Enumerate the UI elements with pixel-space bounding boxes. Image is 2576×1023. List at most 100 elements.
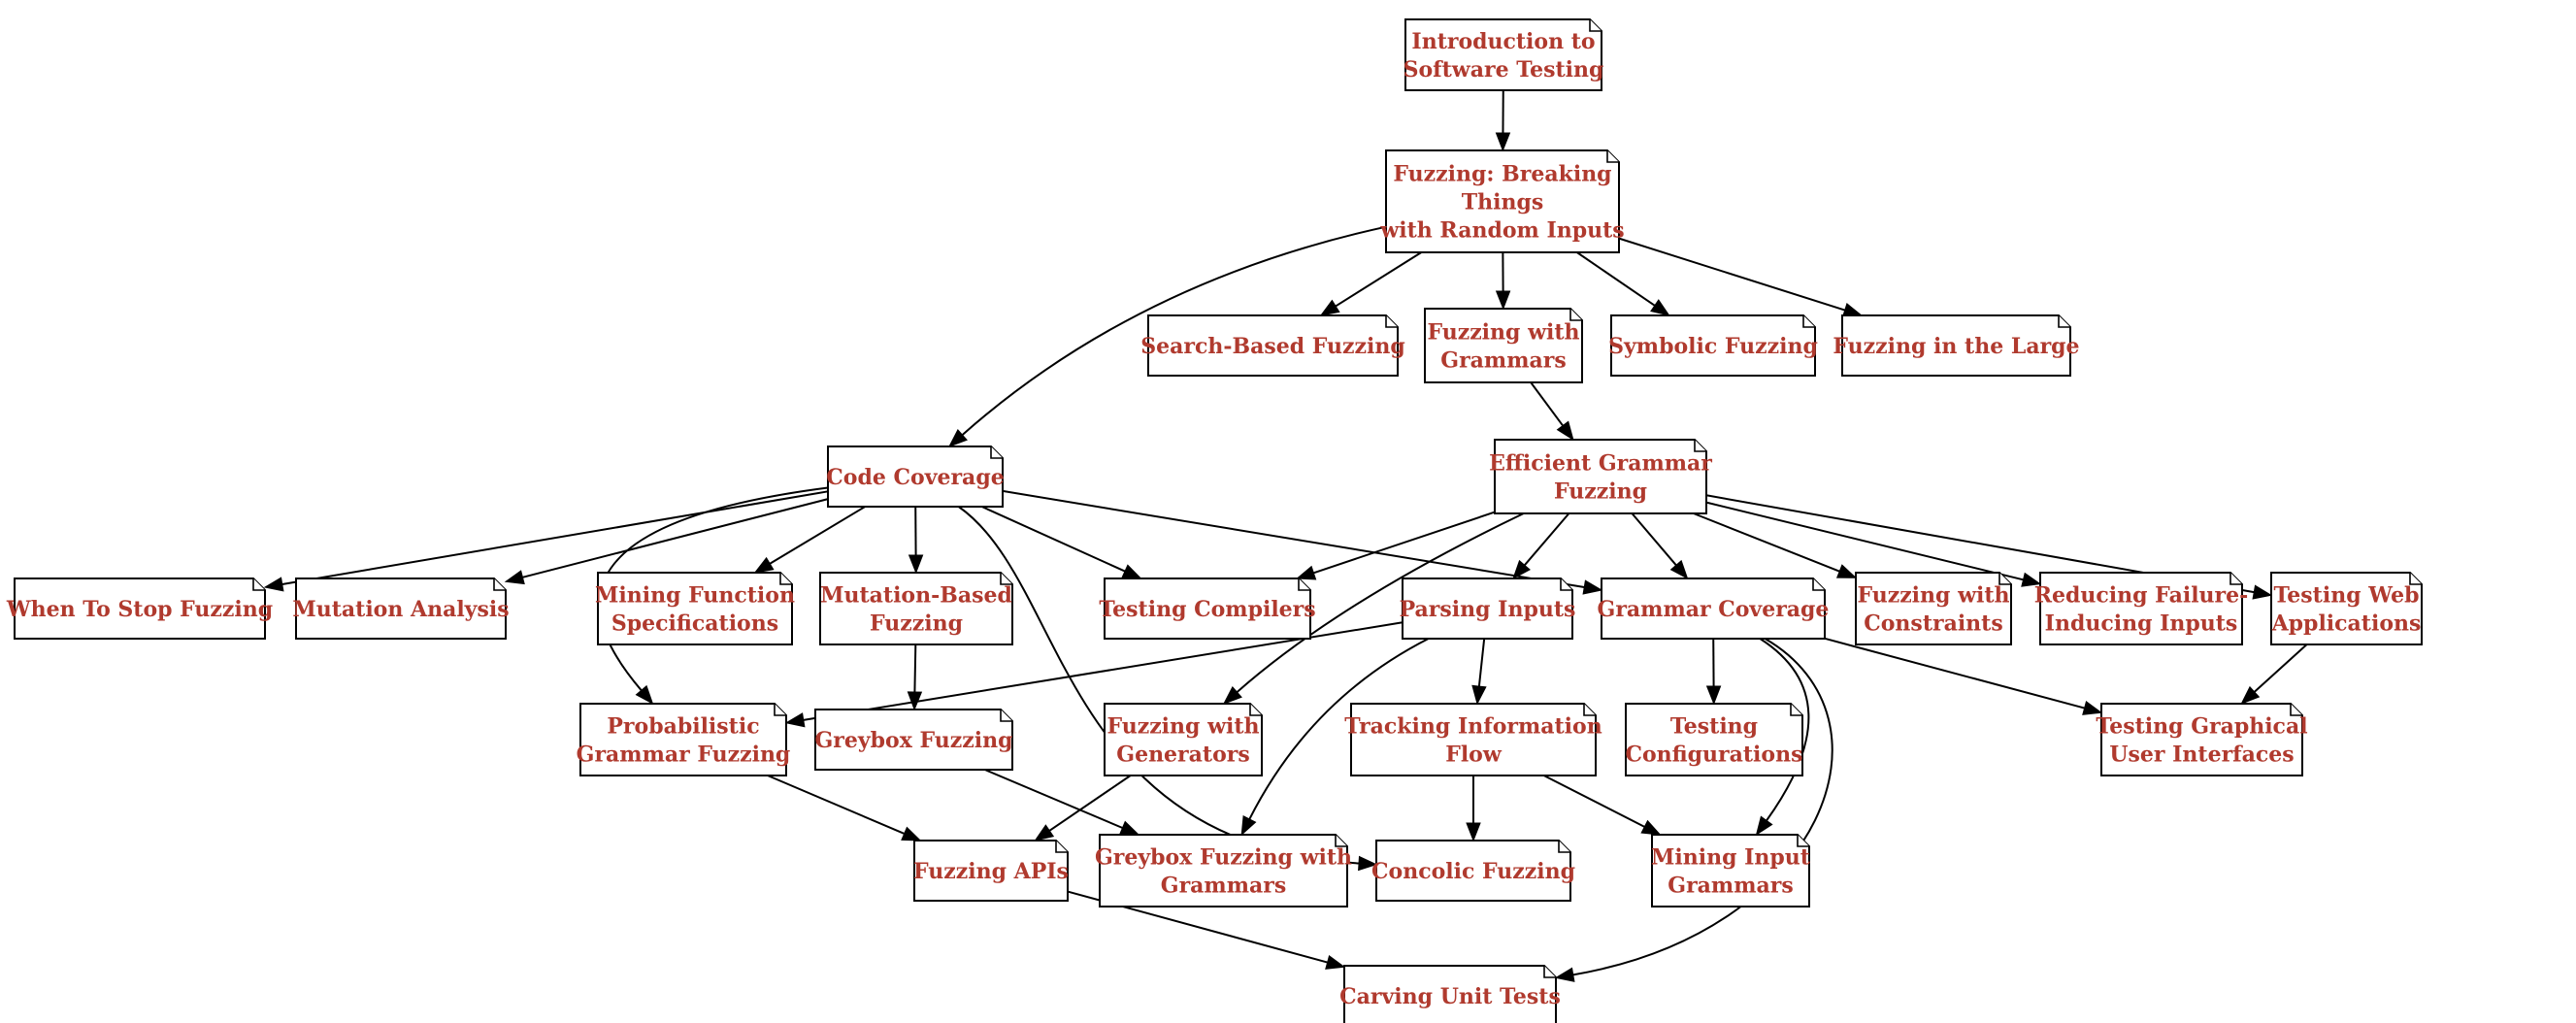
node-label: Testing Compilers (1099, 597, 1315, 622)
node-label: Fuzzing with (1106, 714, 1259, 740)
note-box (1385, 149, 1620, 253)
arrowhead-icon (1325, 954, 1346, 970)
note-box (1651, 834, 1810, 908)
note-box (1343, 965, 1557, 1023)
node-search-based[interactable]: Search-Based Fuzzing (1140, 314, 1405, 377)
edge-line (1576, 251, 1656, 307)
note-box (913, 840, 1069, 902)
node-coverage[interactable]: Code Coverage (826, 446, 1005, 508)
node-label: Introduction to (1411, 29, 1595, 54)
edge-web-to-gui (2240, 644, 2308, 705)
node-label: Constraints (1864, 611, 2002, 637)
node-label: Grammars (1161, 874, 1286, 899)
edge-fuzzing-to-symbolic (1576, 251, 1670, 316)
edge-coverage-to-mutation_analysis (504, 498, 829, 585)
node-label: Reducing Failure- (2034, 583, 2249, 609)
node-label: Probabilistic (607, 714, 759, 740)
edge-fuzzing-to-search_based (1319, 251, 1422, 316)
note-box (1625, 703, 1803, 776)
node-label: Grammars (1668, 874, 1793, 899)
arrowhead-icon (1034, 824, 1055, 842)
note-fold-icon (774, 704, 786, 716)
edge-line (984, 769, 1123, 829)
arrowhead-icon (1705, 685, 1722, 706)
node-concolic[interactable]: Concolic Fuzzing (1371, 840, 1575, 902)
edge-line (1618, 237, 1846, 312)
edge-line (2254, 644, 2308, 693)
arrowhead-icon (1240, 815, 1257, 837)
node-label: Fuzzing with (1427, 320, 1579, 346)
node-label: Symbolic Fuzzing (1608, 334, 1818, 359)
arrowhead-icon (1554, 967, 1575, 982)
note-box (1855, 572, 2012, 645)
node-reducing[interactable]: Reducing Failure-Inducing Inputs (2034, 572, 2249, 645)
note-fold-icon (1558, 841, 1570, 853)
node-when-stop[interactable]: When To Stop Fuzzing (6, 578, 273, 640)
arrowhead-icon (1650, 299, 1670, 316)
node-label: Mutation Analysis (292, 597, 509, 622)
edge-generators-to-apis (1034, 775, 1132, 842)
node-label: Grammar Coverage (1598, 597, 1830, 622)
node-symbolic[interactable]: Symbolic Fuzzing (1608, 314, 1818, 377)
node-label: Things (1462, 190, 1544, 215)
arrowhead-icon (784, 712, 806, 728)
note-box (579, 703, 787, 776)
arrowhead-icon (1835, 564, 1858, 578)
node-compilers[interactable]: Testing Compilers (1099, 578, 1316, 640)
node-label: Mining Function (595, 583, 795, 609)
note-box (819, 572, 1013, 645)
node-parsing[interactable]: Parsing Inputs (1400, 578, 1576, 640)
note-fold-icon (493, 578, 506, 591)
node-carving[interactable]: Carving Unit Tests (1339, 965, 1561, 1023)
note-box (1610, 314, 1816, 377)
note-box (1099, 834, 1348, 908)
note-box (295, 578, 507, 640)
node-label: Fuzzing with (1857, 583, 2009, 609)
edge-parsing-to-greybox_grammars (1240, 638, 1430, 837)
arrowhead-icon (1640, 819, 1662, 836)
node-label: Parsing Inputs (1400, 597, 1576, 622)
node-large[interactable]: Fuzzing in the Large (1833, 314, 2080, 377)
edge-efficient-to-constraints (1693, 512, 1858, 578)
arrowhead-icon (1222, 685, 1242, 705)
arrowhead-icon (1319, 299, 1340, 316)
note-box (814, 709, 1013, 771)
edge-line (769, 506, 866, 565)
arrowhead-icon (1512, 559, 1531, 580)
arrowhead-icon (2240, 685, 2261, 705)
node-label: Concolic Fuzzing (1371, 859, 1575, 884)
edge-line (961, 225, 1387, 436)
node-grammar-coverage[interactable]: Grammar Coverage (1598, 578, 1830, 640)
node-label: Greybox Fuzzing with (1095, 845, 1352, 871)
arrowhead-icon (947, 428, 968, 447)
edge-efficient-to-generators (1222, 512, 1525, 705)
node-apis[interactable]: Fuzzing APIs (913, 840, 1069, 902)
arrowhead-icon (1582, 579, 1603, 595)
node-mutation-analysis[interactable]: Mutation Analysis (292, 578, 510, 640)
note-box (1404, 18, 1602, 91)
node-label: Applications (2271, 611, 2422, 637)
node-greybox[interactable]: Greybox Fuzzing (814, 709, 1013, 771)
edge-line (1631, 512, 1677, 566)
node-label: Greybox Fuzzing (815, 728, 1013, 753)
arrowhead-icon (1669, 559, 1689, 580)
note-fold-icon (1543, 966, 1556, 978)
edge-coverage-to-when_stop (263, 490, 829, 592)
node-label: When To Stop Fuzzing (6, 597, 273, 622)
edge-line (1313, 511, 1496, 575)
